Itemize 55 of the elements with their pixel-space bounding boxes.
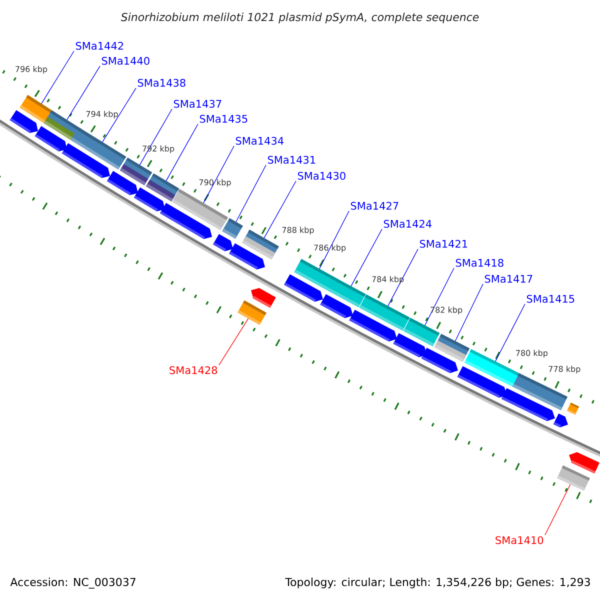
leader-line [454, 284, 484, 342]
gene-label: SMa1437 [174, 100, 222, 108]
gene-label: SMa1428 [170, 366, 218, 374]
scale-label: 790 kbp [199, 179, 231, 187]
gene-label: SMa1430 [298, 172, 346, 180]
gene-label: SMa1415 [526, 294, 574, 303]
scale-label: 788 kbp [282, 226, 314, 235]
gene-label: SMa1417 [484, 274, 532, 283]
gene-label: SMa1434 [236, 136, 284, 145]
gene-label: SMa1442 [76, 42, 124, 50]
gene-label: SMa1424 [384, 220, 432, 228]
gene-label: SMa1438 [138, 78, 186, 87]
leader-line [544, 484, 571, 536]
footer-text: Accession: NC_003037 [10, 578, 136, 589]
leader-line [203, 146, 234, 204]
scale-label: 794 kbp [86, 110, 118, 119]
gene-label: SMa1410 [496, 536, 544, 544]
title: Sinorhizobium meliloti 1021 plasmid pSymA, complete sequence [120, 12, 479, 24]
gene-label: SMa1418 [456, 258, 504, 267]
scale-label: 796 kbp [16, 66, 48, 74]
category-box [294, 258, 338, 292]
scale-label: 780 kbp [516, 350, 548, 358]
category-box [403, 318, 440, 346]
leader-line [350, 228, 382, 287]
category-box [120, 158, 152, 186]
gene-label: SMa1421 [420, 240, 468, 248]
leader-line [66, 66, 100, 120]
category-box [70, 127, 126, 170]
leader-line [41, 50, 74, 104]
leader-line [102, 88, 136, 142]
category-box [146, 173, 180, 202]
category-box [238, 300, 266, 325]
gene-label: SMa1427 [350, 202, 398, 210]
leader-line [319, 210, 350, 270]
category-box [512, 373, 568, 410]
category-box [329, 278, 366, 308]
category-box [242, 230, 279, 260]
leader-line [424, 268, 454, 326]
leader-line [236, 164, 266, 222]
scale-label: 786 kbp [314, 244, 346, 252]
scale-label: 778 kbp [548, 366, 580, 374]
category-box [557, 465, 590, 491]
category-box [566, 402, 580, 415]
gene-label: SMa1431 [268, 156, 316, 164]
category-box [434, 334, 470, 362]
gene-label: SMa1440 [102, 56, 150, 65]
leader-line [139, 108, 172, 166]
leader-line [388, 248, 418, 306]
leader-line [264, 180, 296, 238]
leader-line [495, 304, 526, 362]
category-box [172, 188, 228, 230]
gene-label: SMa1435 [200, 114, 248, 123]
footer-text: Topology: circular; Length: 1,354,226 bp; Genes: 1,293 [285, 578, 590, 588]
category-box [359, 294, 410, 331]
category-box [222, 218, 243, 239]
